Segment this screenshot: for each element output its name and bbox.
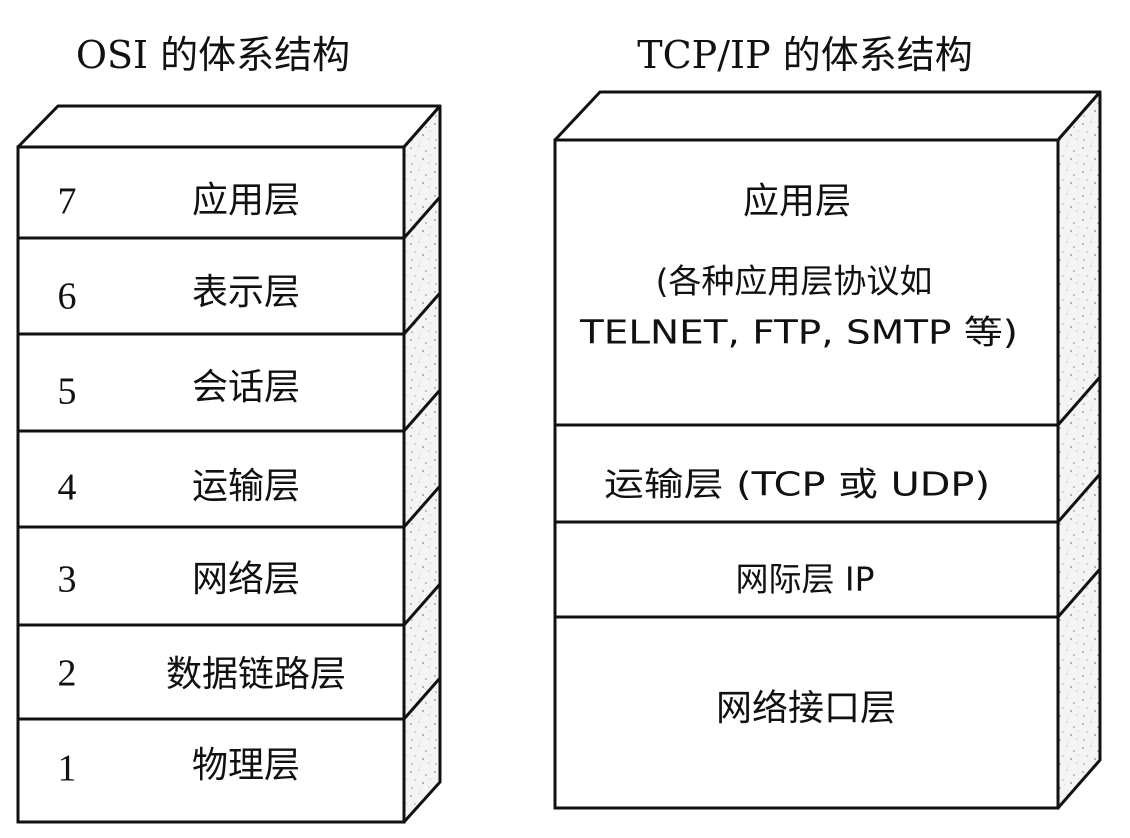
tcpip-application-layer-name: 应用层 xyxy=(743,181,851,222)
osi-layer-4-name: 运输层 xyxy=(192,466,300,507)
osi-layer-2-name: 数据链路层 xyxy=(166,654,346,695)
osi-layer-2-number: 2 xyxy=(58,653,77,695)
tcpip-side-divider xyxy=(1056,568,1102,618)
tcpip-transport-layer-name: 运输层 (TCP 或 UDP) xyxy=(604,465,990,504)
tcpip-side-divider xyxy=(1056,376,1102,426)
tcpip-front-face xyxy=(553,138,1060,810)
tcpip-application-layer-detail-2: TELNET, FTP, SMTP 等) xyxy=(579,313,1018,352)
osi-side-divider xyxy=(402,389,442,432)
osi-layer-6-number: 6 xyxy=(58,276,77,318)
osi-layer-1-number: 1 xyxy=(58,748,77,790)
tcpip-stack: 应用层 (各种应用层协议如 TELNET, FTP, SMTP 等) 运输层 (… xyxy=(553,90,1102,810)
tcpip-internet-layer-name: 网际层 IP xyxy=(735,560,874,599)
osi-layer-5-name: 会话层 xyxy=(192,367,300,408)
tcpip-side-divider xyxy=(1056,473,1102,523)
osi-title: OSI 的体系结构 xyxy=(75,33,351,77)
osi-layer-6-name: 表示层 xyxy=(192,272,300,313)
osi-side-divider xyxy=(402,485,442,528)
tcpip-top-face xyxy=(553,90,1102,142)
osi-side-divider xyxy=(402,196,442,239)
osi-layer-1-name: 物理层 xyxy=(192,745,300,786)
osi-side-divider xyxy=(402,292,442,335)
osi-layer-5-number: 5 xyxy=(58,371,77,413)
osi-layer-3-number: 3 xyxy=(58,559,77,601)
tcpip-title: TCP/IP 的体系结构 xyxy=(637,33,973,77)
osi-stack: 7 应用层 6 表示层 5 会话层 4 运输层 3 网络层 2 数据链路层 1 … xyxy=(16,104,442,824)
osi-side-divider xyxy=(402,583,442,626)
tcpip-network-interface-layer-name: 网络接口层 xyxy=(716,688,896,729)
osi-top-face xyxy=(16,104,442,149)
tcpip-application-layer-detail-1: (各种应用层协议如 xyxy=(656,262,933,301)
osi-layer-7-name: 应用层 xyxy=(192,180,300,221)
osi-layer-4-number: 4 xyxy=(58,467,77,509)
osi-side-divider xyxy=(402,677,442,720)
osi-layer-7-number: 7 xyxy=(58,181,77,223)
osi-front-face xyxy=(16,145,406,824)
osi-layer-3-name: 网络层 xyxy=(192,559,300,600)
tcpip-side-face xyxy=(1056,90,1102,810)
